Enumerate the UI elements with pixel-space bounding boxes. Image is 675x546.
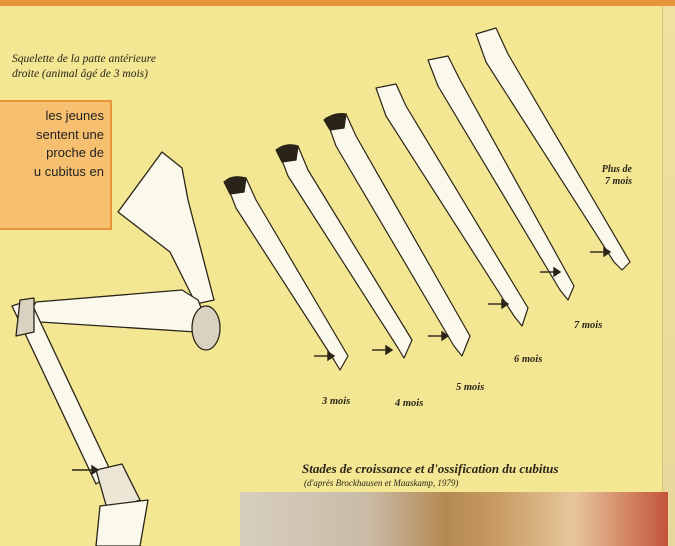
ulna-stage-6-mois xyxy=(376,84,528,326)
stage-label-7-mois: 7 mois xyxy=(574,320,602,331)
photo-strip xyxy=(240,492,668,546)
stage-label-4-mois: 4 mois xyxy=(395,398,423,409)
humerus xyxy=(30,290,206,332)
figure-caption: Stades de croissance et d'ossification d… xyxy=(302,461,558,477)
orange-box-line-4: u cubitus en xyxy=(0,163,104,182)
plus-7-line-2: 7 mois xyxy=(598,176,632,188)
scapula xyxy=(118,152,214,304)
figure-source: (d'après Brockhausen et Maaskamp, 1979) xyxy=(304,478,458,488)
orange-text-box: les jeunes sentent une proche de u cubit… xyxy=(0,100,112,230)
orange-box-line-1: les jeunes xyxy=(0,107,104,126)
orange-box-line-2: sentent une xyxy=(0,126,104,145)
stage-label-3-mois: 3 mois xyxy=(322,396,350,407)
stage-label-plus-7-mois: Plus de 7 mois xyxy=(598,164,632,188)
stage-label-6-mois: 6 mois xyxy=(514,354,542,365)
stage-label-5-mois: 5 mois xyxy=(456,382,484,393)
plus-7-line-1: Plus de xyxy=(598,164,632,176)
skeleton-caption-line-1: Squelette de la patte antérieure xyxy=(12,52,242,67)
ulna-stage-4-mois xyxy=(276,145,412,358)
orange-box-line-3: proche de xyxy=(0,144,104,163)
skeleton-caption-line-2: droite (animal âgé de 3 mois) xyxy=(12,67,242,82)
elbow-joint xyxy=(192,306,220,350)
ulna-stage-plus-7-mois xyxy=(476,28,630,270)
skeleton-caption: Squelette de la patte antérieure droite … xyxy=(12,52,242,82)
foot-digits xyxy=(96,500,148,546)
